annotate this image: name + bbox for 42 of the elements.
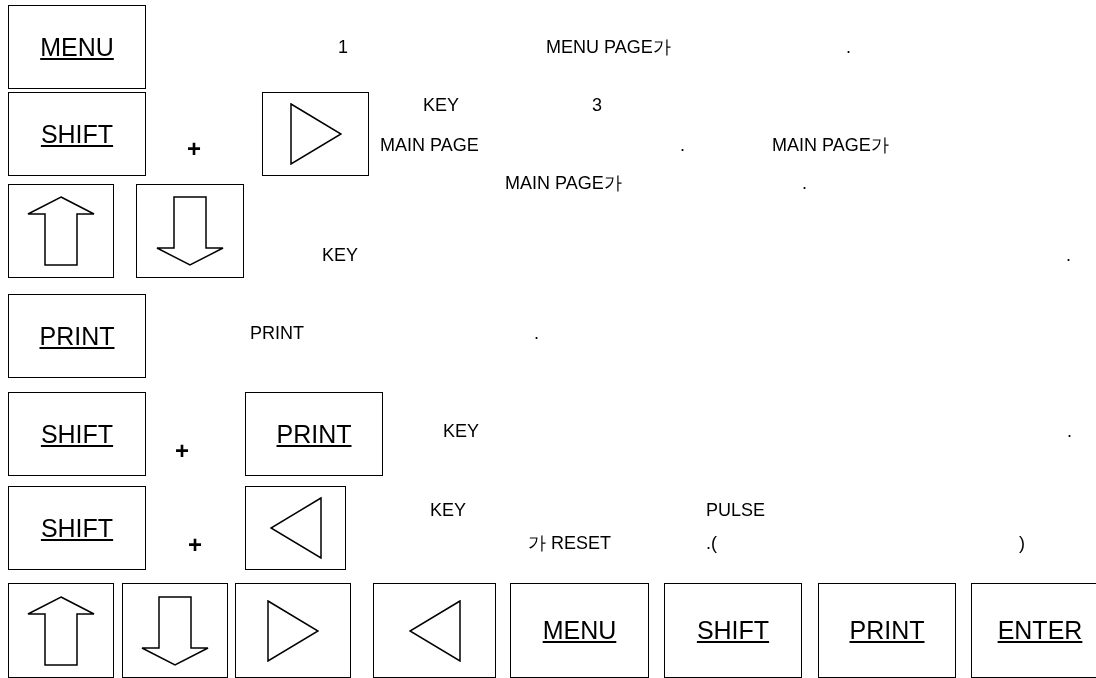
key-button: PRINT [245,392,383,476]
instruction-text: KEY [322,245,359,265]
key-button: SHIFT [8,392,146,476]
key-button [122,583,228,678]
key-button: ENTER [971,583,1096,678]
key-button: MENU [510,583,649,678]
key-button [235,583,351,678]
key-button: MENU [8,5,146,89]
instruction-text: MAIN PAGE가 [772,135,889,155]
plus-sign: + [175,441,189,461]
instruction-text: . [680,135,685,155]
instruction-text: PULSE [706,500,766,520]
instruction-text: 3 [592,95,602,115]
instruction-text: 1 [338,37,348,57]
instruction-text: PRINT [250,323,304,343]
instruction-text: ) [1019,533,1025,553]
plus-sign: + [188,535,202,555]
instruction-text: MAIN PAGE가 [505,173,622,193]
key-button: SHIFT [664,583,802,678]
instruction-text: MENU PAGE가 [546,37,671,57]
key-button: SHIFT [8,92,146,176]
instruction-text: . [1066,245,1071,265]
instruction-text: . [846,37,851,57]
key-button: PRINT [818,583,956,678]
instruction-text: KEY [443,421,480,441]
key-button: PRINT [8,294,146,378]
key-button [262,92,369,176]
key-button [8,184,114,278]
instruction-text: . [534,323,539,343]
key-button [8,583,114,678]
instruction-text: MAIN PAGE [380,135,479,155]
instruction-text: .( [706,533,717,553]
instruction-text: KEY [423,95,460,115]
key-button [245,486,346,570]
key-button [373,583,496,678]
plus-sign: + [187,139,201,159]
instruction-text: . [802,173,807,193]
key-button [136,184,244,278]
instruction-text: KEY [430,500,467,520]
instruction-text: 가 RESET [528,533,611,553]
instruction-text: . [1067,421,1072,441]
key-button: SHIFT [8,486,146,570]
